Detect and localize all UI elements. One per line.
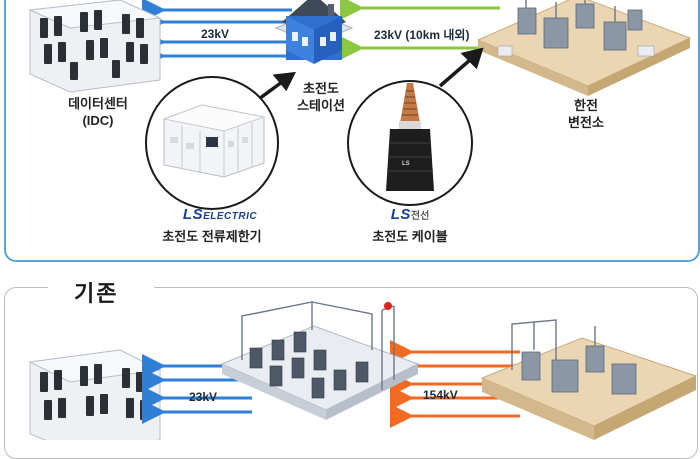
top-left-voltage-label: 23kV [201,27,230,41]
datacenter-label: 데이터센터 (IDC) [48,95,148,129]
substation-label-line1: 한전 [574,98,598,113]
substation-label: 한전 변전소 [546,97,626,131]
ls-cable-logo: LS전선 [380,206,440,224]
datacenter-label-line1: 데이터센터 [68,96,128,111]
cable-caption: 초전도 케이블 [372,229,448,244]
bottom-substation-icon [480,319,698,440]
top-substation-icon [476,0,692,96]
current-limiter-caption: 초전도 전류제한기 [162,229,262,244]
datacenter-building-icon [28,0,162,93]
top-green-power-lines [340,0,500,60]
superconducting-station-icon [274,0,354,64]
ls-electric-logo-ls: LS [182,206,204,223]
top-blue-power-lines [142,0,292,68]
superconducting-cable-circle: LS [347,80,473,206]
datacenter-label-line2: (IDC) [82,113,114,128]
current-limiter-circle [145,76,279,210]
ls-electric-logo: LSELECTRIC [170,206,270,224]
bottom-left-voltage-label: 23kV [189,390,218,404]
section-title: 기존 [74,281,119,306]
svg-text:LS: LS [402,161,410,167]
section-title-backdrop [48,275,154,301]
top-right-voltage-label: 23kV (10km 내외) [374,28,470,42]
substation-label-line2: 변전소 [568,115,604,130]
bottom-right-voltage-label: 154kV [423,388,458,402]
power-flow-diagram: LS [28,0,698,440]
station-label-line1: 초전도 [303,81,339,96]
conventional-switchyard-icon [220,301,420,420]
ls-cable-logo-word: 전선 [410,211,430,222]
station-label: 초전도 스테이션 [276,80,366,114]
station-label-line2: 스테이션 [297,98,345,113]
ls-electric-logo-word: ELECTRIC [203,211,258,222]
ls-cable-logo-ls: LS [390,206,411,223]
bottom-datacenter-building-icon [28,349,162,440]
